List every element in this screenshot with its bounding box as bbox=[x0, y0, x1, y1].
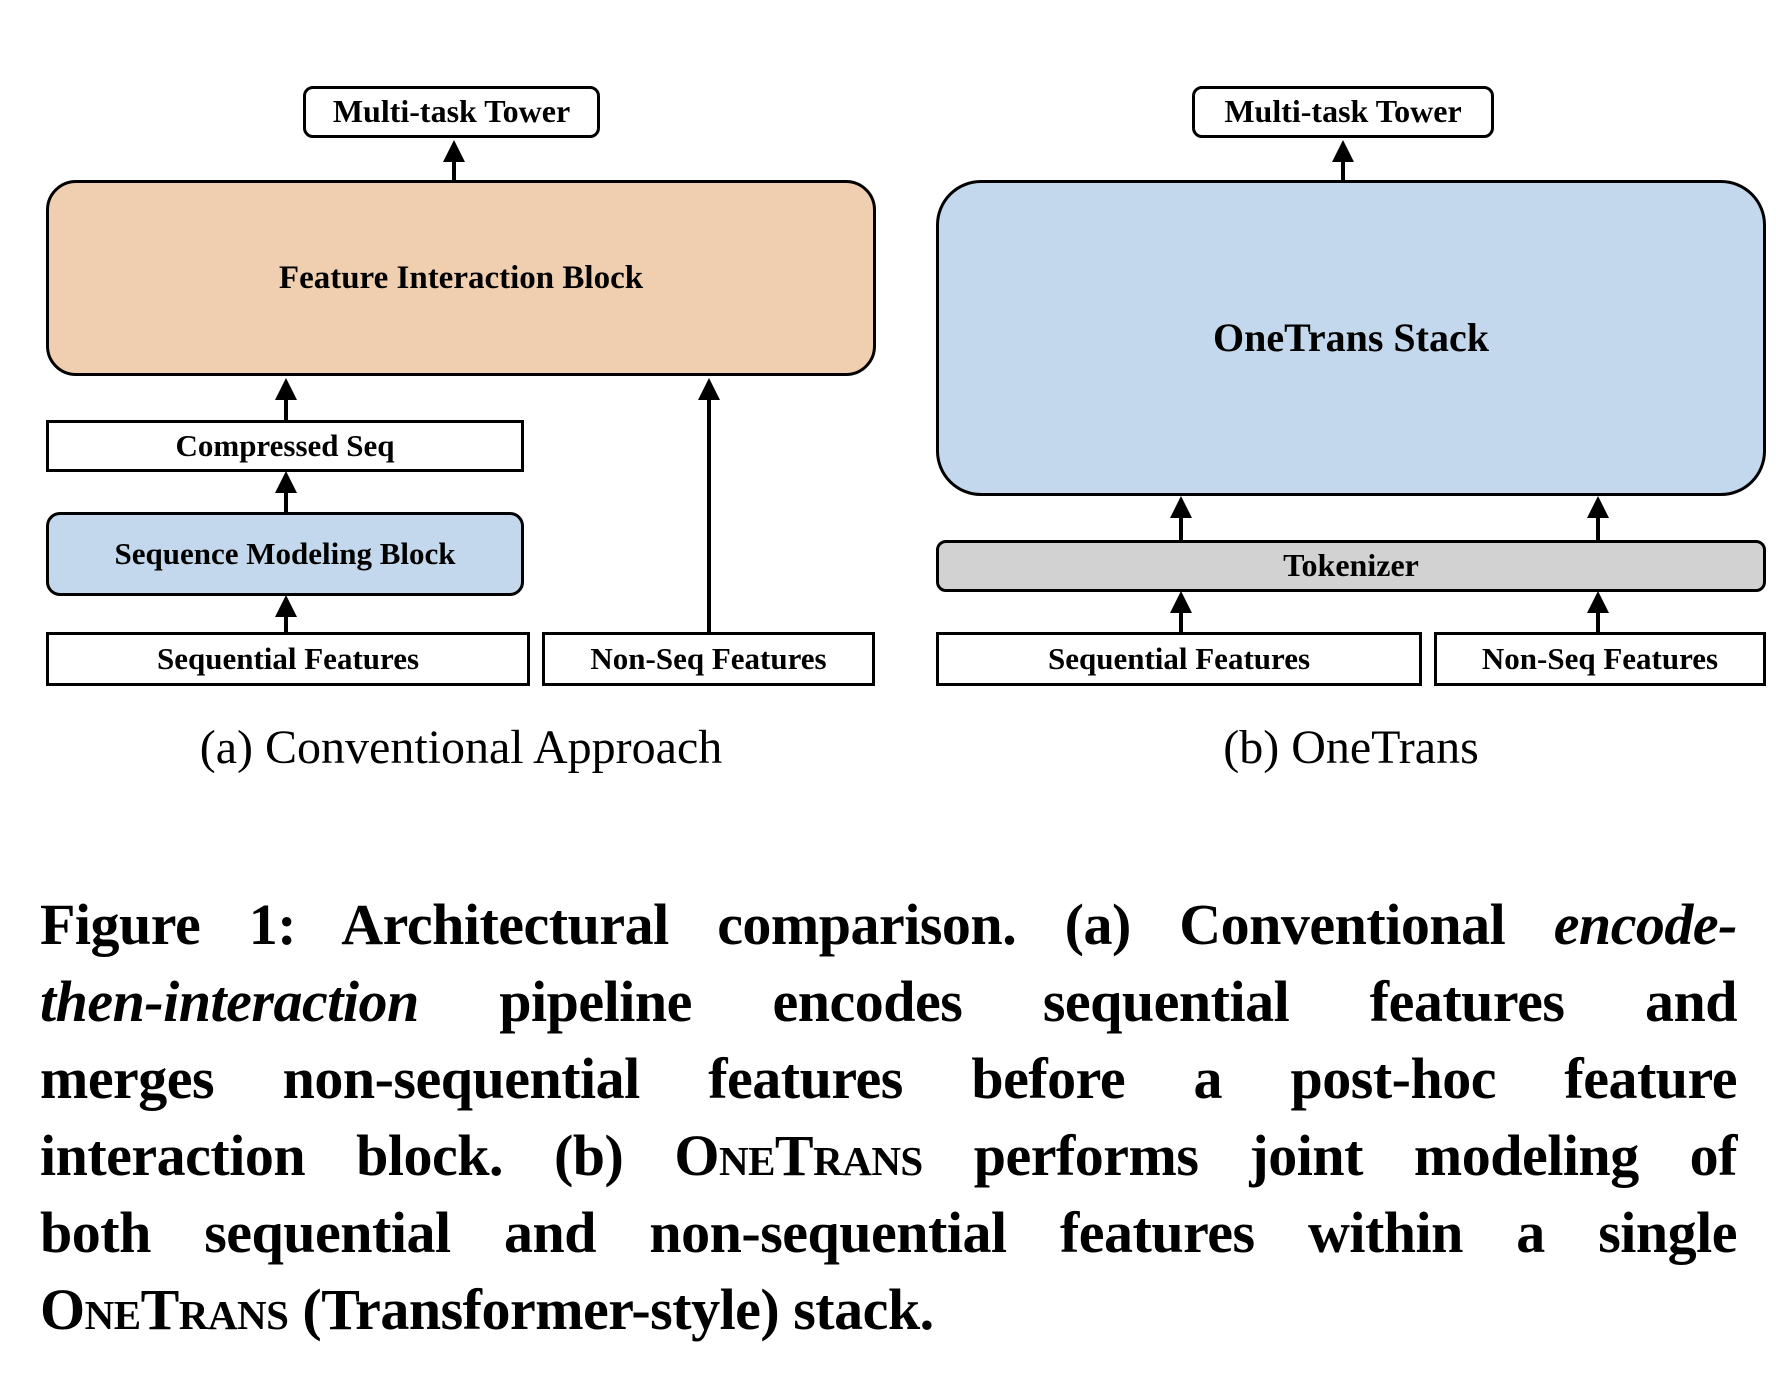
arrow-shaft bbox=[1179, 512, 1183, 541]
arrow-shaft bbox=[1179, 607, 1183, 633]
arrow-shaft bbox=[284, 487, 288, 513]
multitask-tower-box-a: Multi-task Tower bbox=[303, 86, 600, 138]
caption-segment-smallcaps: OneTrans bbox=[674, 1123, 923, 1188]
subcaption-b: (b) OneTrans bbox=[1223, 721, 1479, 774]
arrow-stack-to-tower bbox=[1331, 140, 1355, 181]
caption-line: Figure 1: Architectural comparison. (a) … bbox=[40, 886, 1738, 963]
arrow-shaft bbox=[1596, 607, 1600, 633]
arrow-shaft bbox=[452, 156, 456, 181]
arrowhead bbox=[1332, 140, 1354, 162]
caption-line: then-interaction pipeline encodes sequen… bbox=[40, 963, 1738, 1040]
arrowhead bbox=[1587, 591, 1609, 613]
caption-segment: Figure 1: Architectural comparison. (a) … bbox=[40, 892, 1554, 957]
arrow-seq-features-to-tokenizer bbox=[1169, 591, 1193, 633]
caption-segment: performs joint modeling of bbox=[922, 1123, 1738, 1188]
arrow-shaft bbox=[1341, 156, 1345, 181]
feature-interaction-block-box: Feature Interaction Block bbox=[46, 180, 876, 376]
arrowhead bbox=[275, 595, 297, 617]
caption-segment: merges non-sequential features before a … bbox=[40, 1046, 1738, 1111]
arrow-smb-to-compressed-seq bbox=[274, 471, 298, 513]
arrow-fib-to-tower bbox=[442, 140, 466, 181]
sequence-modeling-block-box: Sequence Modeling Block bbox=[46, 512, 524, 596]
tokenizer-box: Tokenizer bbox=[936, 540, 1766, 592]
caption-segment-italic: then-interaction bbox=[40, 969, 419, 1034]
arrow-shaft bbox=[1596, 512, 1600, 541]
arrowhead bbox=[275, 471, 297, 493]
caption-segment: interaction block. (b) bbox=[40, 1123, 675, 1188]
sequential-features-box-a: Sequential Features bbox=[46, 632, 530, 686]
arrow-seq-features-to-smb bbox=[274, 595, 298, 633]
arrow-compressed-seq-to-fib bbox=[274, 378, 298, 421]
arrow-non-seq-to-fib bbox=[697, 378, 721, 633]
multitask-tower-box-b: Multi-task Tower bbox=[1192, 86, 1494, 138]
arrowhead bbox=[275, 378, 297, 400]
figure-caption: Figure 1: Architectural comparison. (a) … bbox=[40, 886, 1738, 1348]
caption-segment: pipeline encodes sequential features and bbox=[418, 969, 1737, 1034]
caption-line: OneTrans (Transformer-style) stack. bbox=[40, 1271, 1737, 1348]
caption-line: both sequential and non-sequential featu… bbox=[40, 1194, 1738, 1271]
non-seq-features-box-b: Non-Seq Features bbox=[1434, 632, 1766, 686]
arrowhead bbox=[443, 140, 465, 162]
caption-line: interaction block. (b) OneTrans performs… bbox=[40, 1117, 1738, 1194]
arrowhead bbox=[1170, 591, 1192, 613]
arrow-shaft bbox=[284, 611, 288, 633]
caption-line: merges non-sequential features before a … bbox=[40, 1040, 1738, 1117]
arrow-shaft bbox=[707, 394, 711, 633]
sequential-features-box-b: Sequential Features bbox=[936, 632, 1422, 686]
non-seq-features-box-a: Non-Seq Features bbox=[542, 632, 875, 686]
compressed-seq-box: Compressed Seq bbox=[46, 420, 524, 472]
arrowhead bbox=[1587, 496, 1609, 518]
onetrans-stack-box: OneTrans Stack bbox=[936, 180, 1766, 496]
arrow-non-seq-to-tokenizer bbox=[1586, 591, 1610, 633]
arrow-tokenizer-to-stack-left bbox=[1169, 496, 1193, 541]
subcaption-a: (a) Conventional Approach bbox=[199, 721, 723, 774]
caption-segment: both sequential and non-sequential featu… bbox=[40, 1200, 1738, 1265]
arrowhead bbox=[698, 378, 720, 400]
arrow-shaft bbox=[284, 394, 288, 421]
caption-segment: (Transformer-style) stack. bbox=[288, 1277, 934, 1342]
arrowhead bbox=[1170, 496, 1192, 518]
caption-segment-smallcaps: OneTrans bbox=[40, 1277, 289, 1342]
arrow-tokenizer-to-stack-right bbox=[1586, 496, 1610, 541]
caption-segment-italic: encode- bbox=[1553, 892, 1738, 957]
